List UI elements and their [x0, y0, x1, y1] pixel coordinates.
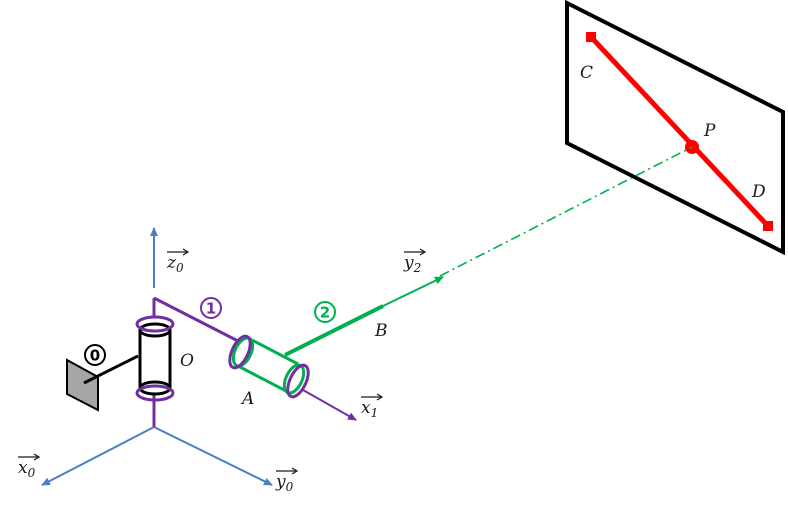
svg-text:x1: x1 — [361, 398, 378, 420]
y0-axis — [153, 426, 273, 486]
svg-text:y0: y0 — [275, 472, 294, 494]
ground-link — [83, 354, 139, 385]
y2-axis — [382, 276, 444, 307]
svg-text:2: 2 — [320, 304, 330, 322]
y0-label: y0 — [275, 467, 299, 494]
point-a-label: A — [240, 389, 254, 409]
z0-label: z0 — [166, 248, 190, 275]
y2-label: y2 — [403, 248, 427, 275]
point-c-marker — [586, 32, 596, 42]
svg-text:y2: y2 — [403, 253, 421, 275]
point-p-label: P — [703, 121, 716, 141]
body1-arm — [153, 296, 239, 343]
body-0-badge: 0 — [84, 344, 106, 366]
x1-axis — [302, 389, 357, 421]
x0-axis — [41, 426, 155, 486]
pivot-joint-o — [135, 298, 175, 402]
point-b-label: B — [374, 321, 388, 341]
joint-a — [228, 334, 310, 399]
svg-text:0: 0 — [90, 347, 100, 365]
body-2-badge: 2 — [314, 301, 336, 323]
point-d-label: D — [751, 182, 766, 202]
segment-cd — [589, 35, 770, 228]
target-screen — [565, 0, 785, 256]
point-o-label: O — [180, 351, 194, 371]
x1-label: x1 — [361, 393, 384, 420]
svg-text:z0: z0 — [166, 253, 184, 275]
svg-text:x0: x0 — [18, 458, 36, 480]
laser-beam — [439, 146, 693, 277]
body2-arm — [284, 304, 384, 357]
body-1-badge: 1 — [200, 297, 222, 319]
x0-label: x0 — [18, 453, 41, 480]
ground-support — [66, 358, 99, 412]
svg-text:1: 1 — [206, 300, 216, 318]
point-c-label: C — [580, 63, 593, 83]
point-d-marker — [763, 221, 773, 231]
